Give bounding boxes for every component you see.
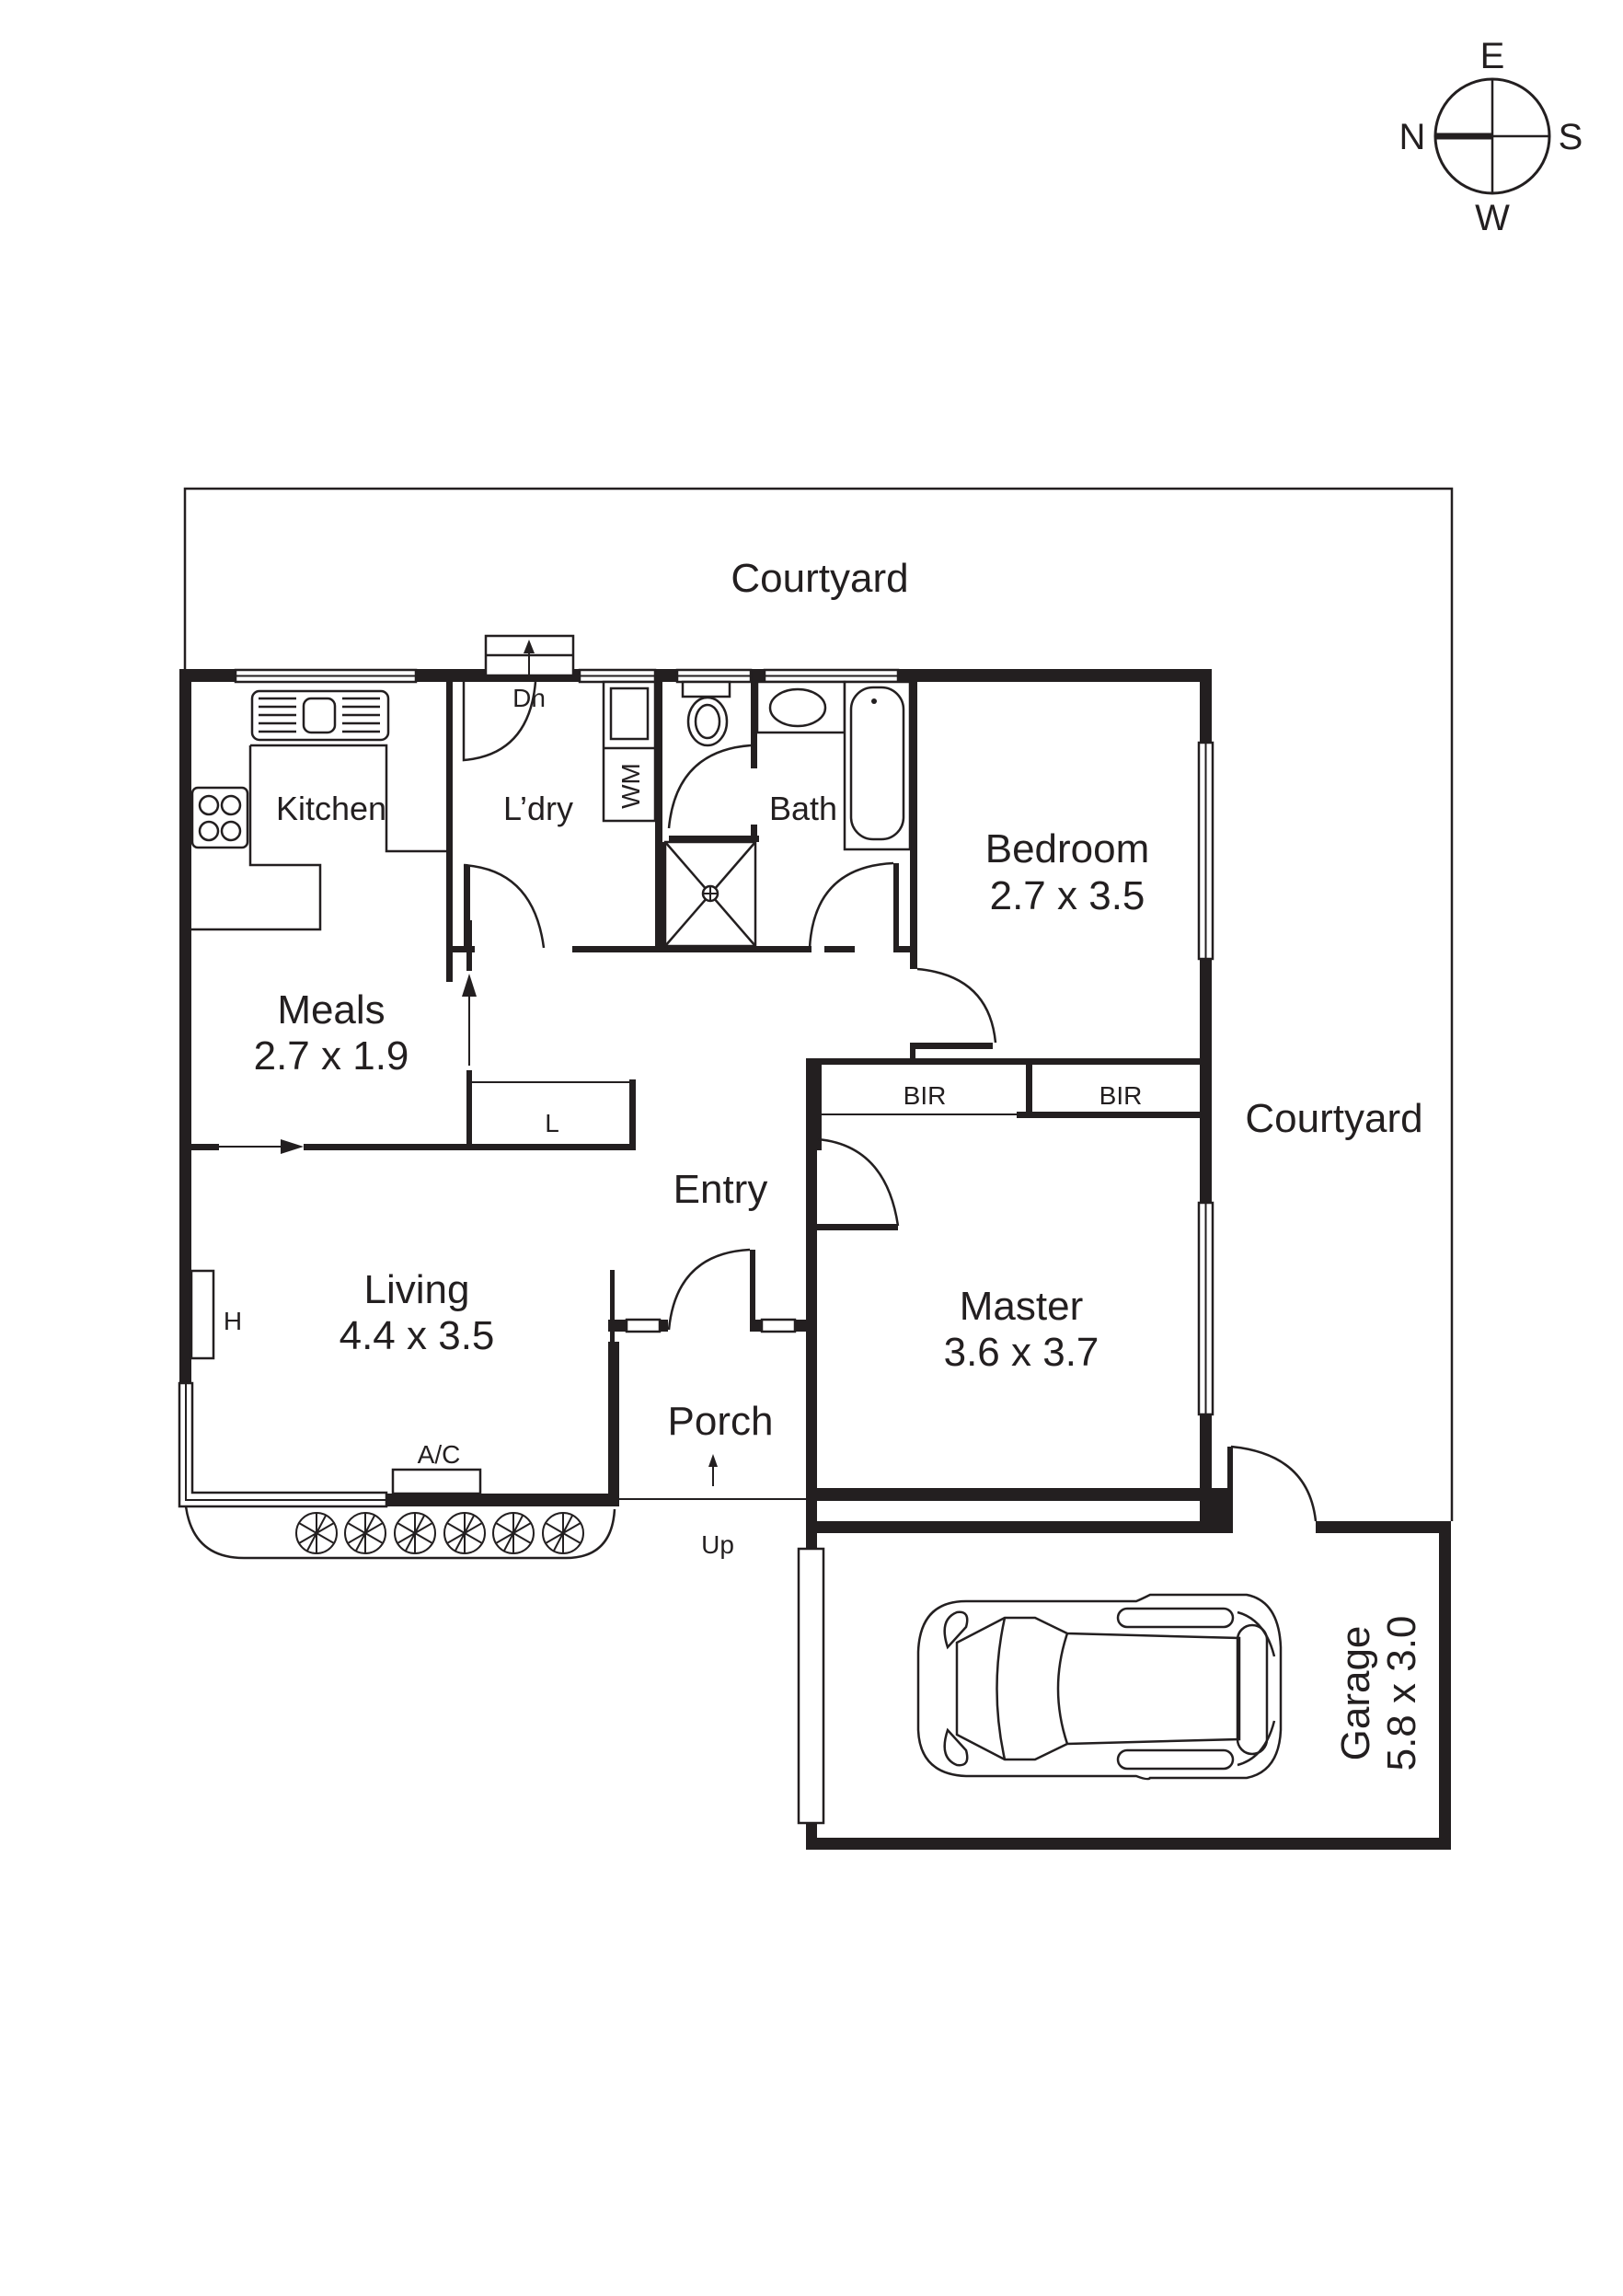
garage-label: Garage <box>1333 1626 1378 1761</box>
kitchen-fixtures <box>190 689 446 931</box>
garage-door <box>797 1547 825 1825</box>
courtyard-right-label: Courtyard <box>1245 1096 1422 1141</box>
bir-left-label: BIR <box>904 1081 947 1110</box>
laundry-fixtures: WM <box>602 680 657 823</box>
courtyard-top-label: Courtyard <box>731 556 908 601</box>
washing-machine-label: WM <box>616 763 645 809</box>
compass-icon: E N S W <box>1399 36 1583 238</box>
meals-label: Meals <box>277 987 385 1033</box>
shrub-icons <box>295 1512 584 1554</box>
bir-right-label: BIR <box>1099 1081 1143 1110</box>
entry-label: Entry <box>673 1167 768 1212</box>
property-boundary <box>183 487 1454 1521</box>
bath-fixtures <box>663 680 912 948</box>
car-icon <box>916 1593 1283 1781</box>
garden-bed <box>184 1506 616 1560</box>
stairs-down: Dn <box>484 634 575 712</box>
compass-east-label: E <box>1480 36 1505 76</box>
compass-west-label: W <box>1475 198 1510 238</box>
meals-size: 2.7 x 1.9 <box>254 1033 409 1079</box>
compass-north-label: N <box>1399 117 1426 157</box>
living-size: 4.4 x 3.5 <box>340 1313 495 1358</box>
kitchen-label: Kitchen <box>276 790 386 827</box>
master-label: Master <box>960 1284 1083 1329</box>
windows <box>178 668 1214 1508</box>
master-size: 3.6 x 3.7 <box>944 1330 1099 1375</box>
living-label: Living <box>364 1267 470 1312</box>
linen-label: L <box>545 1109 559 1137</box>
stairs-down-label: Dn <box>512 684 546 712</box>
porch-step-label: Up <box>701 1530 734 1559</box>
porch-label: Porch <box>668 1399 774 1444</box>
bedroom-size: 2.7 x 3.5 <box>990 873 1145 918</box>
compass-south-label: S <box>1559 117 1583 157</box>
aircon-label: A/C <box>418 1440 461 1469</box>
heater-label: H <box>224 1307 242 1335</box>
door-swings <box>216 681 1318 1533</box>
bedroom-label: Bedroom <box>985 826 1150 871</box>
garage-size: 5.8 x 3.0 <box>1379 1616 1424 1771</box>
garage-walls <box>797 1521 1451 1850</box>
laundry-label: L’dry <box>503 790 573 827</box>
bath-label: Bath <box>769 790 837 827</box>
porch-step <box>619 1454 806 1500</box>
interior-walls <box>191 682 1211 1332</box>
living-fixtures <box>190 1269 482 1495</box>
